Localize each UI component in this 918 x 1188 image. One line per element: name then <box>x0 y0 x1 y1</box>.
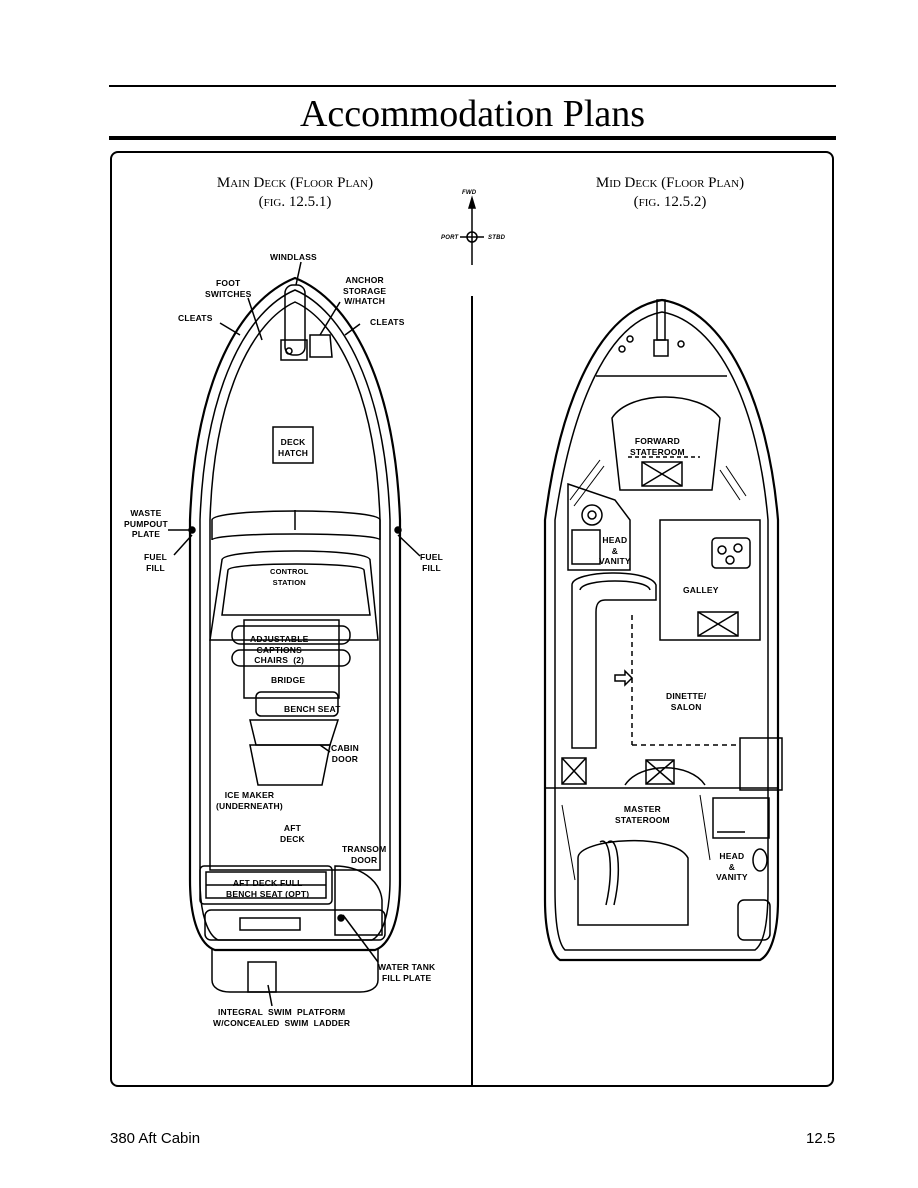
label-galley: GALLEY <box>683 585 719 595</box>
deck-divider <box>471 296 473 1087</box>
label-master-stateroom: MASTER STATEROOM <box>615 804 670 825</box>
compass-rose <box>460 195 484 265</box>
compass-stbd: STBD <box>488 235 506 241</box>
mid-deck-fig: (fig. 12.5.2) <box>633 194 707 210</box>
label-deck-hatch: DECK HATCH <box>278 437 309 458</box>
label-cleats-right: CLEATS <box>370 317 405 327</box>
label-transom-door: TRANSOM DOOR <box>342 844 387 865</box>
label-water-tank: WATER TANK FILL PLATE <box>378 962 436 983</box>
page-title: Accommodation Plans <box>299 93 646 135</box>
mid-deck-heading: Mid Deck (Floor Plan) <box>595 175 745 191</box>
compass-fwd: FWD <box>462 190 477 196</box>
main-deck-title: Main Deck (Floor Plan) (fig. 12.5.1) <box>150 174 440 212</box>
label-bridge: BRIDGE <box>271 675 306 685</box>
label-forward-stateroom: FORWARD STATEROOM <box>630 436 685 457</box>
mid-deck-hull <box>543 298 783 962</box>
label-ice-maker: ICE MAKER (UNDERNEATH) <box>216 790 283 811</box>
label-waste-pumpout: WASTE PUMPOUT PLATE <box>124 508 168 539</box>
main-deck-fig: (fig. 12.5.1) <box>258 194 332 210</box>
label-cabin-door: CABIN DOOR <box>331 743 359 764</box>
label-control-station: CONTROL STATION <box>270 567 309 587</box>
label-cleats-left: CLEATS <box>178 313 213 323</box>
footer-page-number: 12.5 <box>806 1130 836 1147</box>
label-head-vanity-fwd: HEAD & VANITY <box>599 535 631 566</box>
label-bench-seat: BENCH SEAT <box>284 704 341 714</box>
label-dinette-salon: DINETTE/ SALON <box>666 691 707 712</box>
footer-model: 380 Aft Cabin <box>110 1130 201 1147</box>
header-rule-thick <box>109 136 836 140</box>
label-windlass: WINDLASS <box>270 252 317 262</box>
label-adjustable-chairs: ADJUSTABLE CAPTIONS CHAIRS (2) <box>250 634 309 665</box>
main-deck-hull <box>168 261 421 1007</box>
mid-deck-title: Mid Deck (Floor Plan) (fig. 12.5.2) <box>525 174 815 212</box>
label-foot-switches: FOOT SWITCHES <box>205 278 252 299</box>
compass-port: PORT <box>441 235 459 241</box>
header-rule-thin <box>109 85 836 87</box>
label-anchor-storage: ANCHOR STORAGE W/HATCH <box>343 275 387 306</box>
label-swim-platform: INTEGRAL SWIM PLATFORM W/CONCEALED SWIM … <box>213 1007 351 1028</box>
label-aft-deck: AFT DECK <box>280 823 305 844</box>
label-fuel-fill-left: FUEL FILL <box>144 552 167 573</box>
label-aft-bench: AFT DECK FULL BENCH SEAT (OPT) <box>226 878 310 899</box>
main-deck-heading: Main Deck (Floor Plan) <box>216 175 374 191</box>
label-head-vanity-aft: HEAD & VANITY <box>716 851 748 882</box>
label-fuel-fill-right: FUEL FILL <box>420 552 443 573</box>
